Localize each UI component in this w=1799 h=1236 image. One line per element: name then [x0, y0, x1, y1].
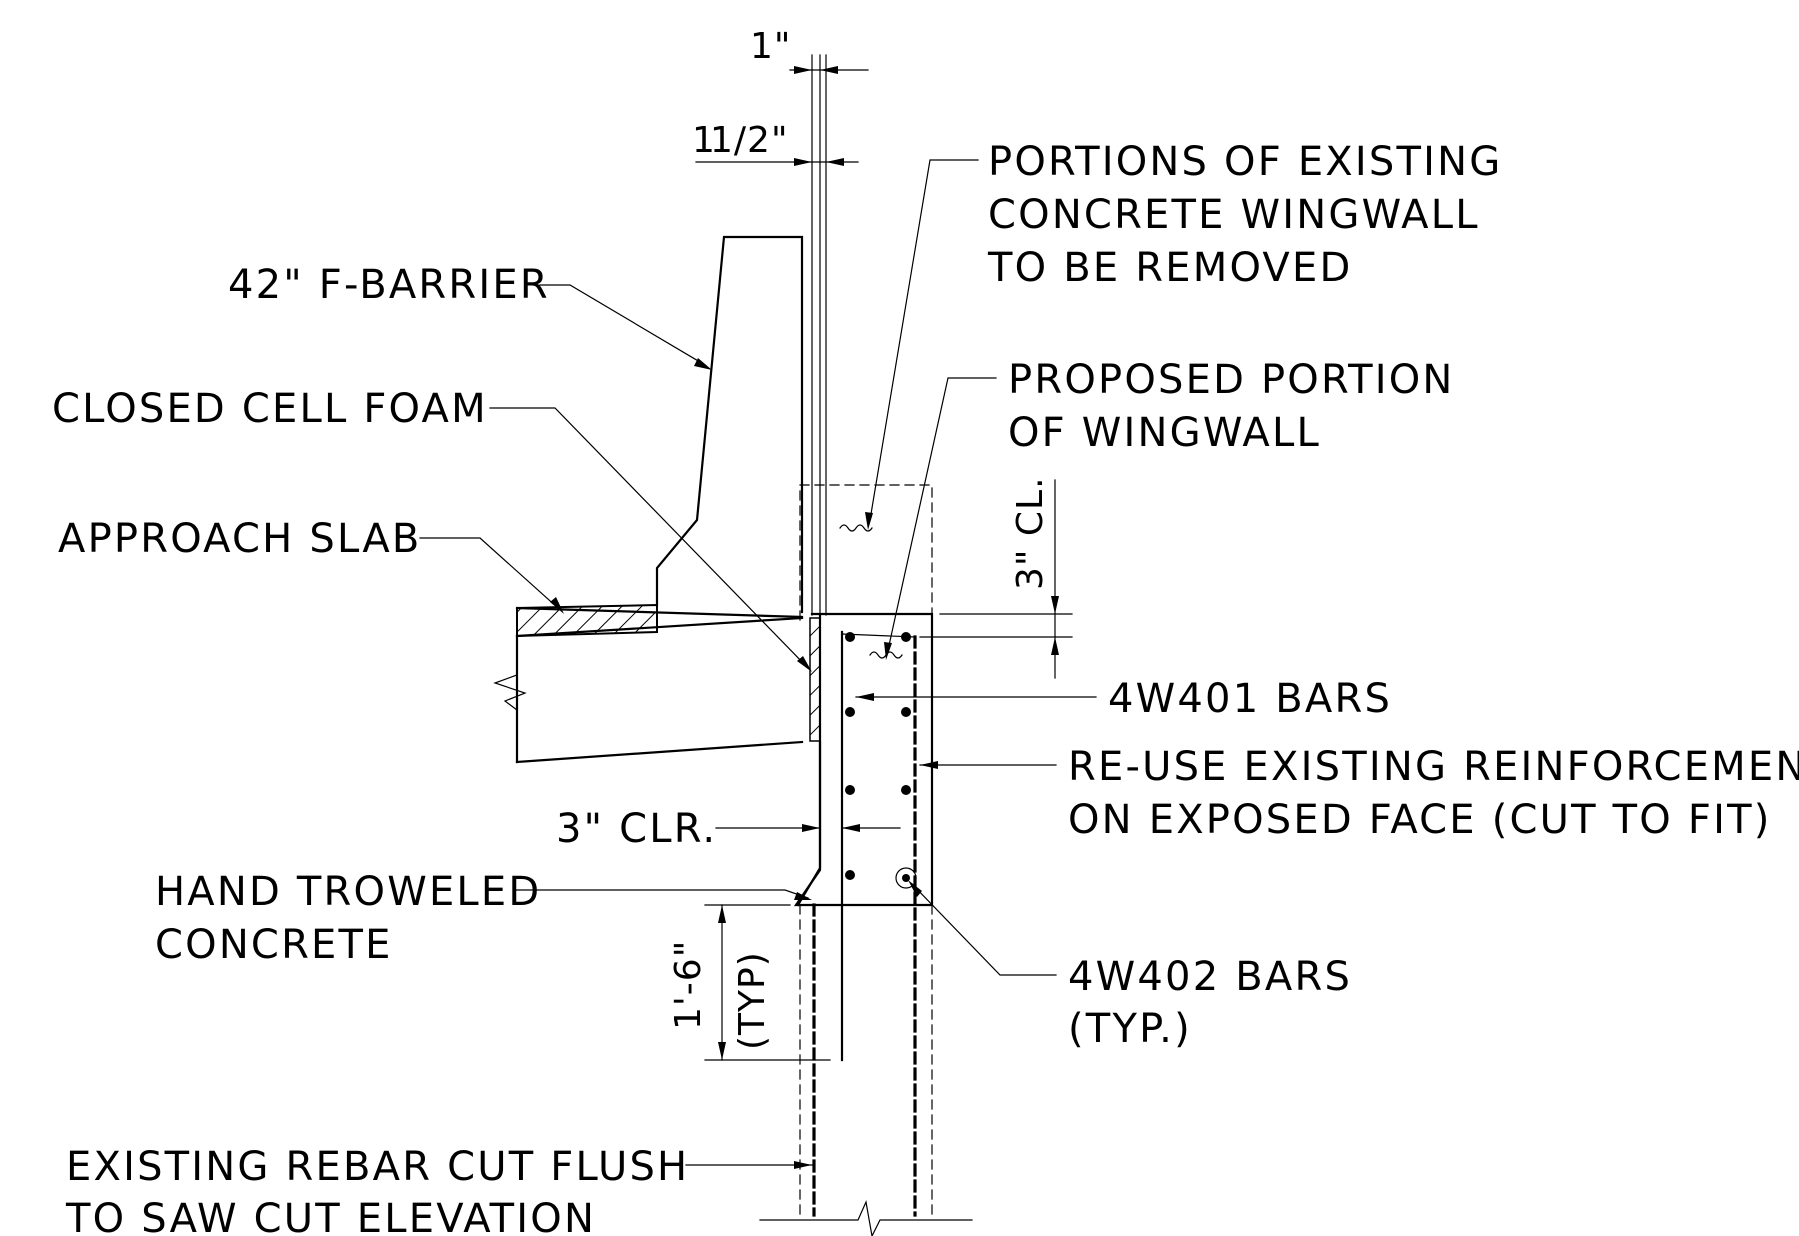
barrier-joint-lines	[811, 54, 827, 616]
callout-existing-rebar: EXISTING REBAR CUT FLUSH TO SAW CUT ELEV…	[65, 1144, 813, 1236]
label-portions-3: TO BE REMOVED	[987, 245, 1352, 291]
callout-portions-existing: PORTIONS OF EXISTING CONCRETE WINGWALL T…	[865, 139, 1502, 530]
existing-wall-below	[759, 903, 973, 1236]
label-hand-troweled-1: HAND TROWELED	[155, 869, 541, 915]
break-line-slab	[493, 654, 527, 711]
callout-hand-troweled: HAND TROWELED CONCRETE	[155, 869, 812, 968]
dim-one-six-typ: (TYP)	[732, 951, 773, 1050]
dimension-one-and-half-inch: 1 1/2"	[692, 120, 859, 166]
label-closed-cell-foam: CLOSED CELL FOAM	[52, 386, 488, 432]
label-portions-2: CONCRETE WINGWALL	[988, 192, 1480, 238]
f-barrier	[655, 235, 804, 614]
rebar-dot	[845, 707, 855, 717]
rebar-dot	[845, 785, 855, 795]
label-portions-1: PORTIONS OF EXISTING	[988, 139, 1502, 185]
rebar-dot	[845, 870, 855, 880]
label-approach-slab: APPROACH SLAB	[58, 516, 422, 562]
callout-4w402-bars: 4W402 BARS (TYP.)	[908, 880, 1352, 1052]
dimension-three-cl: 3" CL.	[919, 476, 1073, 679]
label-existing-rebar-1: EXISTING REBAR CUT FLUSH	[66, 1144, 689, 1190]
dimension-one-six: 1'-6" (TYP)	[668, 904, 831, 1061]
reinforcement	[840, 630, 917, 1217]
dim-three-cl-text: 3" CL.	[1010, 476, 1051, 590]
dim-one-inch-text: 1"	[750, 26, 791, 67]
dim-one-half-frac: 1/2"	[710, 120, 789, 161]
rebar-4w402-ring	[895, 867, 917, 889]
callout-approach-slab: APPROACH SLAB	[58, 516, 564, 614]
callout-three-clr: 3" CLR.	[556, 806, 901, 852]
dim-one-six-text: 1'-6"	[668, 940, 709, 1030]
label-f-barrier: 42" F-BARRIER	[228, 262, 550, 308]
label-4w402-1: 4W402 BARS	[1068, 954, 1352, 1000]
label-existing-rebar-2: TO SAW CUT ELEVATION	[65, 1196, 596, 1236]
rebar-dot	[901, 785, 911, 795]
callout-closed-cell-foam: CLOSED CELL FOAM	[52, 386, 812, 672]
callout-reuse-reinforcement: RE-USE EXISTING REINFORCEMENT ON EXPOSED…	[919, 744, 1799, 843]
callout-f-barrier: 42" F-BARRIER	[228, 262, 712, 370]
approach-slab	[493, 603, 804, 764]
callout-4w401-bars: 4W401 BARS	[855, 676, 1392, 722]
label-hand-troweled-2: CONCRETE	[155, 922, 393, 968]
label-reuse-2: ON EXPOSED FACE (CUT TO FIT)	[1068, 797, 1772, 843]
label-reuse-1: RE-USE EXISTING REINFORCEMENT	[1068, 744, 1799, 790]
rebar-dot	[901, 707, 911, 717]
label-three-clr: 3" CLR.	[556, 806, 717, 852]
label-proposed-2: OF WINGWALL	[1008, 410, 1321, 456]
callout-proposed-portion: PROPOSED PORTION OF WINGWALL	[884, 357, 1455, 660]
label-proposed-1: PROPOSED PORTION	[1008, 357, 1455, 403]
label-4w401-bars: 4W401 BARS	[1108, 676, 1392, 722]
dimension-one-inch: 1"	[750, 26, 869, 74]
label-4w402-2: (TYP.)	[1068, 1006, 1192, 1052]
rebar-dot	[901, 632, 911, 642]
break-line-bottom	[759, 1199, 973, 1236]
break-squiggle-upper	[839, 524, 873, 532]
rebar-dot	[845, 632, 855, 642]
closed-cell-foam-strip	[809, 617, 821, 742]
dim-one-half-whole: 1	[692, 120, 716, 161]
existing-wingwall-outline	[799, 484, 933, 621]
